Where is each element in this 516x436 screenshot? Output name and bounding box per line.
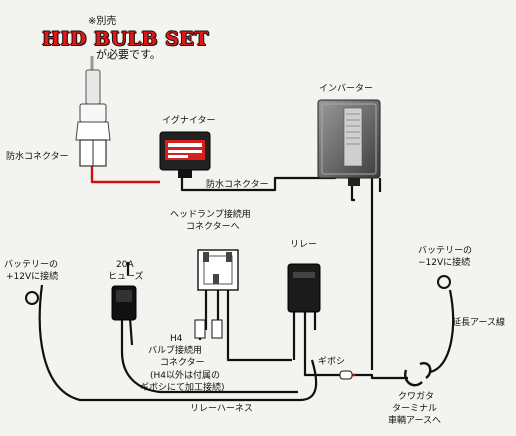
gibo-label: ギボシ (318, 357, 346, 367)
waterproof-connector-mid-label: 防水コネクター (206, 180, 269, 190)
battery-negative-terminal (437, 275, 451, 289)
terminal-label-1: クワガタ (398, 392, 435, 402)
hid-bulb (75, 56, 111, 167)
battery-positive-label-1: バッテリーの (4, 260, 59, 270)
wires (38, 158, 455, 402)
headlamp-connector-label-2: コネクターへ (186, 222, 240, 232)
igniter-unit (159, 131, 211, 178)
kuwagata-terminal (404, 362, 432, 387)
h4-label-1: H4 (170, 334, 183, 344)
battery-negative-label-1: バッテリーの (418, 246, 473, 256)
h4-connector (194, 249, 239, 339)
fuse-label-1: 20A (116, 260, 134, 270)
h4-label-3: コネクター (160, 358, 205, 368)
fuse-label-2: ヒューズ (108, 272, 144, 282)
battery-positive-terminal (25, 291, 39, 305)
h4-label-2: バルブ接続用 (148, 346, 203, 356)
inverter-unit (317, 99, 381, 186)
header-title: HID BULB SET (42, 28, 209, 50)
header-subtitle: が必要です。 (96, 48, 161, 61)
gibo-connector (339, 370, 353, 380)
igniter-label: イグナイター (162, 116, 216, 126)
h4-label-5: ギボシにて加工接続) (140, 383, 225, 393)
terminal-label-2: ターミナル (392, 404, 438, 414)
h4-label-4: (H4以外は付属の (150, 371, 221, 381)
fuse-holder (111, 285, 137, 321)
ground-extension-label: 延長アース線 (452, 318, 506, 328)
relay-unit (287, 263, 321, 313)
terminal-label-3: 車輌アースへ (388, 416, 442, 426)
relay-label: リレー (290, 240, 318, 250)
harness-label: リレーハーネス (190, 404, 253, 414)
header-note: ※別売 (88, 16, 117, 27)
battery-positive-label-2: +12Vに接続 (6, 272, 59, 282)
headlamp-connector-label-1: ヘッドランプ接続用 (170, 210, 251, 220)
inverter-label: インバーター (319, 84, 374, 94)
battery-negative-label-2: −12Vに接続 (418, 258, 471, 268)
waterproof-connector-left-label: 防水コネクター (6, 152, 69, 162)
